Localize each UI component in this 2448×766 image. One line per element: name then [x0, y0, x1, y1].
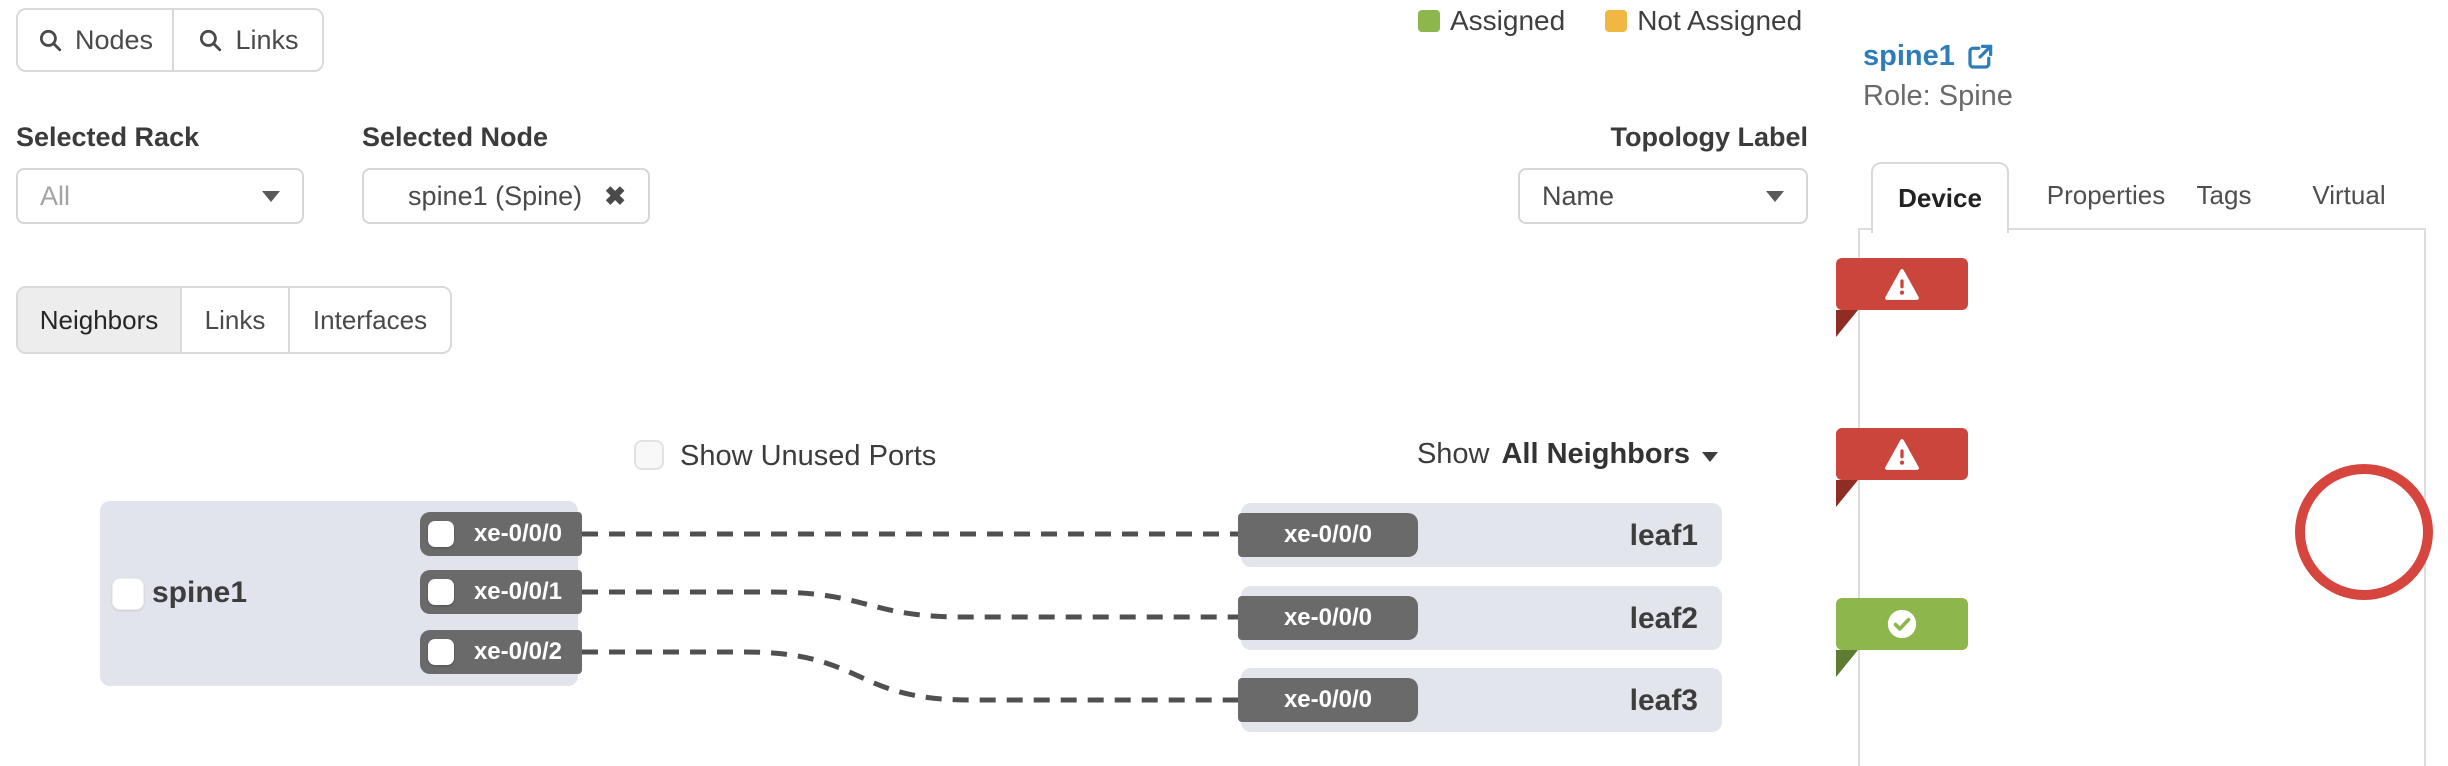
- spine-checkbox[interactable]: [112, 578, 144, 610]
- node-title-link[interactable]: spine1: [1863, 40, 1995, 73]
- chevron-down-icon: [262, 190, 280, 202]
- legend-item-not-assigned: Not Assigned: [1605, 5, 1802, 37]
- chevron-down-icon: [1766, 190, 1784, 202]
- assigned-color-swatch: [1418, 10, 1440, 32]
- show-prefix: Show: [1416, 438, 1490, 470]
- leaf-name-label: leaf3: [1629, 684, 1698, 717]
- show-unused-ports-checkbox[interactable]: [634, 440, 664, 470]
- not-assigned-color-swatch: [1605, 10, 1628, 32]
- spine-port-chip[interactable]: xe-0/0/2: [420, 630, 582, 674]
- port-checkbox[interactable]: [428, 639, 454, 665]
- topology-label-select[interactable]: Name: [1518, 168, 1808, 224]
- tab-device[interactable]: Device: [1871, 162, 2009, 233]
- leaf-name-label: leaf1: [1629, 519, 1698, 552]
- port-label: xe-0/0/2: [473, 638, 563, 665]
- topology-label-value: Name: [1542, 180, 1615, 211]
- clear-selection-icon[interactable]: ✖: [604, 180, 626, 211]
- port-checkbox[interactable]: [428, 579, 454, 605]
- search-icon: [37, 27, 63, 53]
- port-label: xe-0/0/0: [1283, 604, 1373, 631]
- spine-name-label: spine1: [152, 576, 248, 609]
- tab-device-label: Device: [1898, 183, 1982, 213]
- selected-rack-label: Selected Rack: [16, 122, 200, 152]
- selected-rack-value: All: [40, 180, 71, 211]
- show-neighbors-value: All Neighbors: [1501, 438, 1690, 470]
- tab-tags[interactable]: Tags: [2196, 179, 2252, 210]
- annotation-circle: [2295, 464, 2433, 600]
- topology-label-label: Topology Label: [1610, 122, 1809, 152]
- status-legend: Assigned Not Assigned: [1418, 0, 1828, 42]
- tab-interfaces[interactable]: Interfaces: [288, 288, 450, 352]
- selected-node-label: Selected Node: [362, 122, 549, 152]
- tab-neighbors[interactable]: Neighbors: [18, 288, 180, 352]
- deploy-mode-warning-ribbon: [1836, 258, 1968, 310]
- external-link-icon: [1965, 42, 1995, 72]
- sn-warning-ribbon: [1836, 428, 1968, 480]
- nodes-links-group: Nodes Links: [16, 8, 324, 72]
- selected-node-value: spine1 (Spine): [408, 180, 583, 211]
- tab-virtual[interactable]: Virtual: [2312, 179, 2386, 210]
- warning-icon: [1884, 438, 1920, 471]
- port-label: xe-0/0/0: [1283, 521, 1373, 548]
- node-title-text: spine1: [1863, 40, 1955, 72]
- leaf-port-chip[interactable]: xe-0/0/0: [1238, 513, 1418, 557]
- links-button[interactable]: Links: [172, 10, 322, 70]
- spine-port-chip[interactable]: xe-0/0/0: [420, 512, 582, 556]
- leaf-name-label: leaf2: [1629, 602, 1698, 635]
- check-circle-icon: [1885, 607, 1919, 641]
- spine-port-chip[interactable]: xe-0/0/1: [420, 570, 582, 614]
- port-label: xe-0/0/0: [473, 520, 563, 547]
- nodes-button-label: Nodes: [74, 24, 154, 55]
- selected-rack-select[interactable]: All: [16, 168, 304, 224]
- port-checkbox[interactable]: [428, 521, 454, 547]
- selected-node-select[interactable]: spine1 (Spine) ✖: [362, 168, 650, 224]
- search-icon: [197, 27, 223, 53]
- port-label: xe-0/0/1: [473, 578, 563, 605]
- legend-assigned-label: Assigned: [1450, 5, 1566, 36]
- show-neighbors-dropdown[interactable]: Show All Neighbors: [1400, 438, 1718, 471]
- links-button-label: Links: [235, 24, 299, 55]
- leaf-port-chip[interactable]: xe-0/0/0: [1238, 596, 1418, 640]
- port-label: xe-0/0/0: [1283, 686, 1373, 713]
- legend-item-assigned: Assigned: [1418, 5, 1565, 37]
- nodes-button[interactable]: Nodes: [18, 10, 172, 70]
- view-tabs: Neighbors Links Interfaces: [16, 286, 452, 354]
- show-unused-ports-label: Show Unused Ports: [680, 440, 937, 472]
- tab-links[interactable]: Links: [180, 288, 288, 352]
- leaf-port-chip[interactable]: xe-0/0/0: [1238, 678, 1418, 722]
- tab-properties[interactable]: Properties: [2046, 179, 2166, 210]
- hostname-ok-ribbon: [1836, 598, 1968, 650]
- warning-icon: [1884, 268, 1920, 301]
- legend-not-assigned-label: Not Assigned: [1637, 5, 1803, 36]
- node-role-text: Role: Spine: [1863, 80, 2013, 112]
- chevron-down-icon: [1702, 451, 1718, 462]
